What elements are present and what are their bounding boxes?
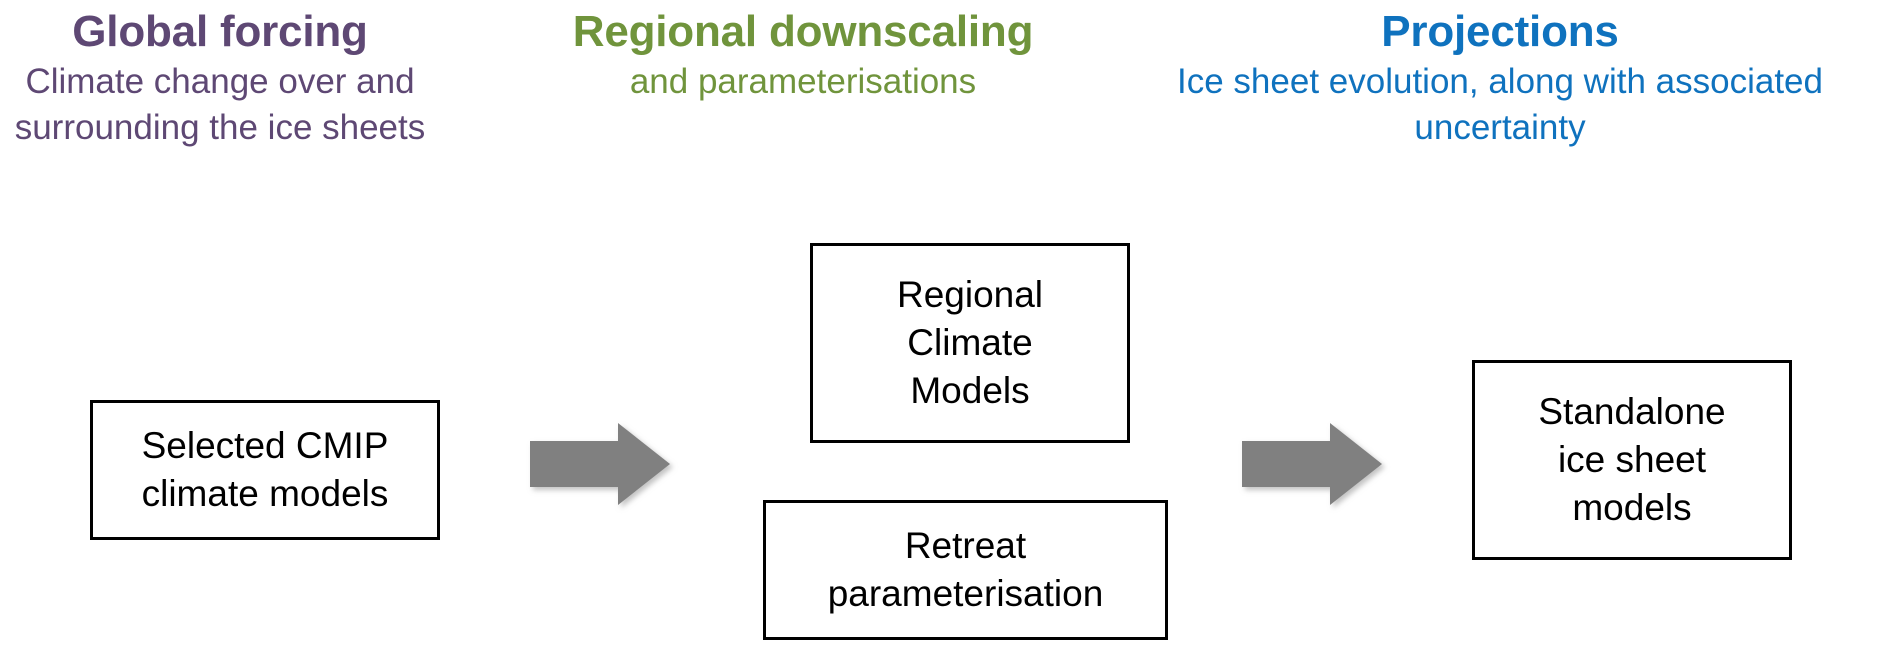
box-regional-climate-models: Regional Climate Models [810, 243, 1130, 443]
right-arrow-icon-regional-to-projections [1242, 423, 1382, 505]
column-heading-regional-downscaling: Regional downscaling and parameterisatio… [508, 8, 1098, 105]
column-heading-global-forcing: Global forcing Climate change over and s… [0, 8, 440, 152]
column-subtitle-global-forcing: Climate change over and surrounding the … [14, 61, 426, 148]
box-retreat-parameterisation: Retreat parameterisation [763, 500, 1168, 640]
column-title-regional-downscaling: Regional downscaling [572, 7, 1034, 56]
column-title-global-forcing: Global forcing [72, 7, 368, 56]
box-standalone-ice-sheet-models: Standalone ice sheet models [1472, 360, 1792, 560]
column-title-projections: Projections [1381, 7, 1619, 56]
right-arrow-icon-global-to-regional [530, 423, 670, 505]
column-heading-projections: Projections Ice sheet evolution, along w… [1108, 8, 1892, 152]
column-subtitle-regional-downscaling: and parameterisations [629, 61, 977, 101]
box-selected-cmip-climate-models: Selected CMIP climate models [90, 400, 440, 540]
column-subtitle-projections: Ice sheet evolution, along with associat… [1177, 61, 1823, 148]
